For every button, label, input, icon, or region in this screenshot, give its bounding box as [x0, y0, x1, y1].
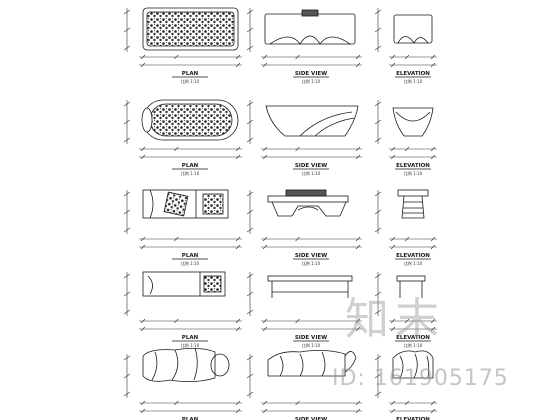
row-1-side_view-caption: SIDE VIEW: [295, 71, 327, 77]
row-4-elevation-dimensions: [374, 272, 437, 332]
row-3-side_view-dimensions: [246, 190, 362, 250]
row-2-side-drawing: [265, 105, 359, 137]
row-1-elevation-drawing: [393, 14, 433, 44]
row-1-elevation-dimensions: [374, 8, 437, 68]
row-3-plan-scale-note: 比例 1:10: [181, 260, 200, 266]
row-3-elevation-scale-note: 比例 1:10: [404, 260, 423, 266]
row-1-elevation-scale-note: 比例 1:10: [404, 78, 423, 84]
row-5-elevation-caption: ELEVATION: [396, 417, 430, 420]
row-1-plan-caption: PLAN: [182, 71, 199, 77]
row-2-plan-dimensions: [123, 100, 242, 160]
row-3-plan-dimensions: [123, 190, 242, 250]
row-1-side_view-dimensions: [246, 8, 362, 68]
row-4-plan-caption: PLAN: [182, 335, 199, 341]
row-4-plan-scale-note: 比例 1:10: [181, 342, 200, 348]
row-1-plan-drawing: [142, 7, 239, 51]
row-4-side_view-dimensions: [246, 272, 362, 332]
row-4-side_view-caption: SIDE VIEW: [295, 335, 327, 341]
row-5-elevation-dimensions: [374, 354, 437, 414]
row-1-side_view-scale-note: 比例 1:10: [302, 78, 321, 84]
row-5-elevation-drawing: [392, 350, 434, 379]
row-2-elevation-scale-note: 比例 1:10: [404, 170, 423, 176]
row-5-side_view-dimensions: [246, 354, 362, 414]
row-2-elevation-caption: ELEVATION: [396, 163, 430, 169]
row-2-side_view-dimensions: [246, 100, 362, 160]
row-5-side-drawing: [267, 350, 357, 377]
row-2-elevation-dimensions: [374, 100, 437, 160]
row-4-elevation-drawing: [396, 275, 426, 298]
row-2-elevation-drawing: [392, 107, 434, 137]
row-3-elevation-drawing: [397, 189, 429, 219]
row-2-plan-scale-note: 比例 1:10: [181, 170, 200, 176]
row-3-side-drawing: [267, 189, 349, 217]
row-4-elevation-scale-note: 比例 1:10: [404, 342, 423, 348]
row-1-side-drawing: [264, 9, 356, 45]
row-4-elevation-caption: ELEVATION: [396, 335, 430, 341]
row-1-elevation-caption: ELEVATION: [396, 71, 430, 77]
row-3-side_view-caption: SIDE VIEW: [295, 253, 327, 259]
row-5-side_view-caption: SIDE VIEW: [295, 417, 327, 420]
row-1-plan-dimensions: [123, 8, 242, 68]
row-4-plan-dimensions: [123, 272, 242, 332]
row-4-plan-drawing: [142, 271, 226, 297]
row-5-plan-drawing: [142, 347, 230, 382]
row-1-plan-scale-note: 比例 1:10: [181, 78, 200, 84]
row-3-plan-drawing: [142, 189, 229, 219]
row-2-side_view-caption: SIDE VIEW: [295, 163, 327, 169]
row-2-plan-caption: PLAN: [182, 163, 199, 169]
row-3-side_view-scale-note: 比例 1:10: [302, 260, 321, 266]
row-5-plan-dimensions: [123, 354, 242, 414]
row-3-plan-caption: PLAN: [182, 253, 199, 259]
row-3-elevation-dimensions: [374, 190, 437, 250]
row-2-plan-drawing: [141, 99, 239, 141]
row-4-side_view-scale-note: 比例 1:10: [302, 342, 321, 348]
row-3-elevation-caption: ELEVATION: [396, 253, 430, 259]
row-2-side_view-scale-note: 比例 1:10: [302, 170, 321, 176]
row-4-side-drawing: [267, 275, 353, 298]
row-5-plan-caption: PLAN: [182, 417, 199, 420]
